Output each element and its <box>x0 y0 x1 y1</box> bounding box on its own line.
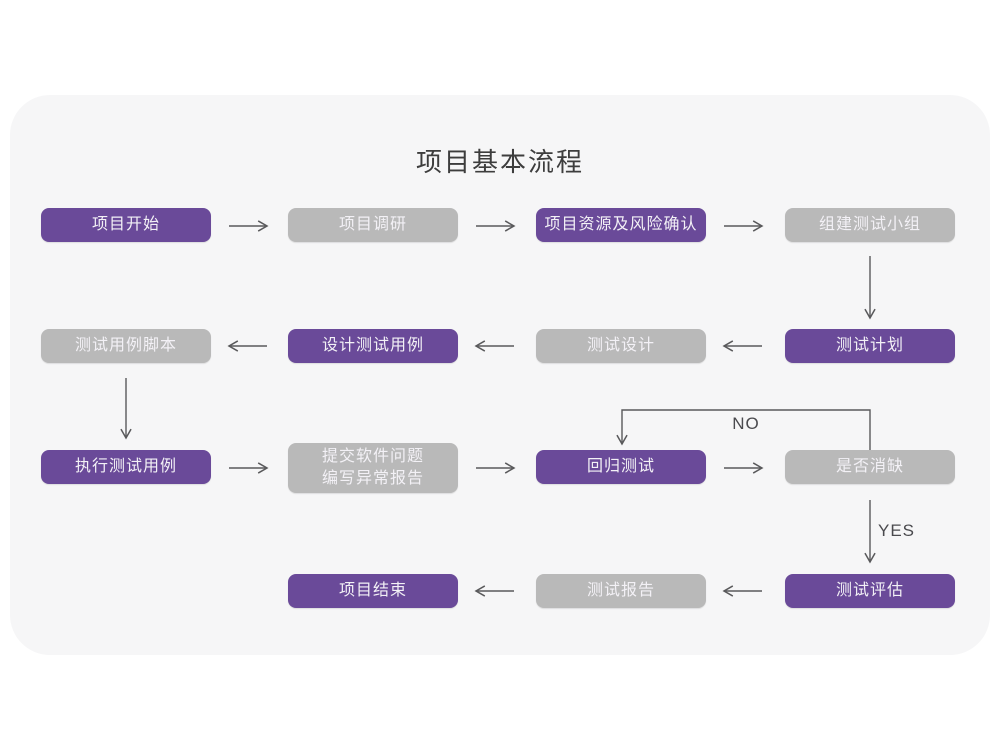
node-project-start: 项目开始 <box>41 208 211 242</box>
node-regression-test: 回归测试 <box>536 450 706 484</box>
node-test-report: 测试报告 <box>536 574 706 608</box>
node-test-evaluate: 测试评估 <box>785 574 955 608</box>
no-edge-label: NO <box>732 414 760 433</box>
yes-edge-label: YES <box>878 521 916 540</box>
node-test-plan: 测试计划 <box>785 329 955 363</box>
node-submit-issue: 提交软件问题 编写异常报告 <box>288 443 458 493</box>
node-design-case: 设计测试用例 <box>288 329 458 363</box>
node-defect-cleared: 是否消缺 <box>785 450 955 484</box>
node-project-end: 项目结束 <box>288 574 458 608</box>
page-title: 项目基本流程 <box>415 147 584 177</box>
node-case-script: 测试用例脚本 <box>41 329 211 363</box>
submit-issue-line2: 编写异常报告 <box>321 470 424 487</box>
node-build-test-team: 组建测试小组 <box>785 208 955 242</box>
submit-issue-line1: 提交软件问题 <box>321 448 424 466</box>
node-project-research: 项目调研 <box>288 208 458 242</box>
node-test-design: 测试设计 <box>536 329 706 363</box>
flowchart-card <box>10 95 990 655</box>
node-execute-case: 执行测试用例 <box>41 450 211 484</box>
node-resource-risk: 项目资源及风险确认 <box>536 208 706 242</box>
